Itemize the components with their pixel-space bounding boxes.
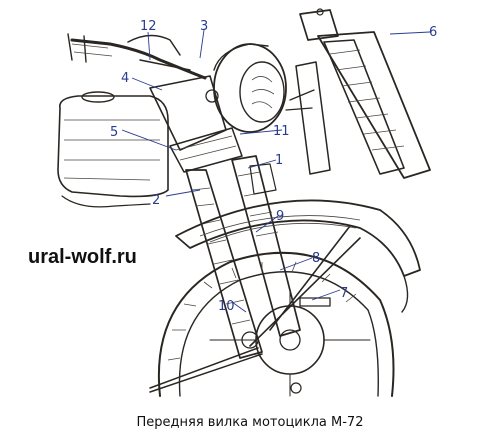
callout-1: 1 bbox=[275, 153, 283, 168]
callout-2: 2 bbox=[152, 193, 160, 208]
callout-11: 11 bbox=[273, 124, 290, 139]
callout-5: 5 bbox=[110, 125, 118, 140]
figure-caption: Передняя вилка мотоцикла М-72 bbox=[136, 415, 364, 430]
handlebar bbox=[67, 33, 207, 80]
site-watermark: ural-wolf.ru bbox=[28, 246, 137, 268]
fork-detail-inset bbox=[285, 8, 431, 179]
callout-9: 9 bbox=[276, 209, 284, 224]
callout-10: 10 bbox=[218, 299, 235, 314]
callout-6: 6 bbox=[429, 25, 437, 40]
callout-labels: 1 2 3 4 5 6 7 8 9 10 11 12 bbox=[110, 19, 437, 314]
callout-8: 8 bbox=[312, 251, 320, 266]
callout-leaders bbox=[121, 29, 431, 313]
fender-stays bbox=[149, 225, 361, 393]
callout-7: 7 bbox=[340, 286, 348, 301]
headlamp bbox=[205, 43, 287, 133]
front-fender bbox=[175, 199, 421, 313]
callout-4: 4 bbox=[121, 71, 129, 86]
fork-leg-left bbox=[185, 169, 263, 359]
callout-3: 3 bbox=[200, 19, 208, 34]
fork-leg-right bbox=[231, 155, 301, 337]
steering-head bbox=[149, 75, 243, 173]
callout-12: 12 bbox=[140, 19, 157, 34]
front-wheel bbox=[157, 251, 395, 397]
fuel-tank bbox=[57, 91, 169, 208]
